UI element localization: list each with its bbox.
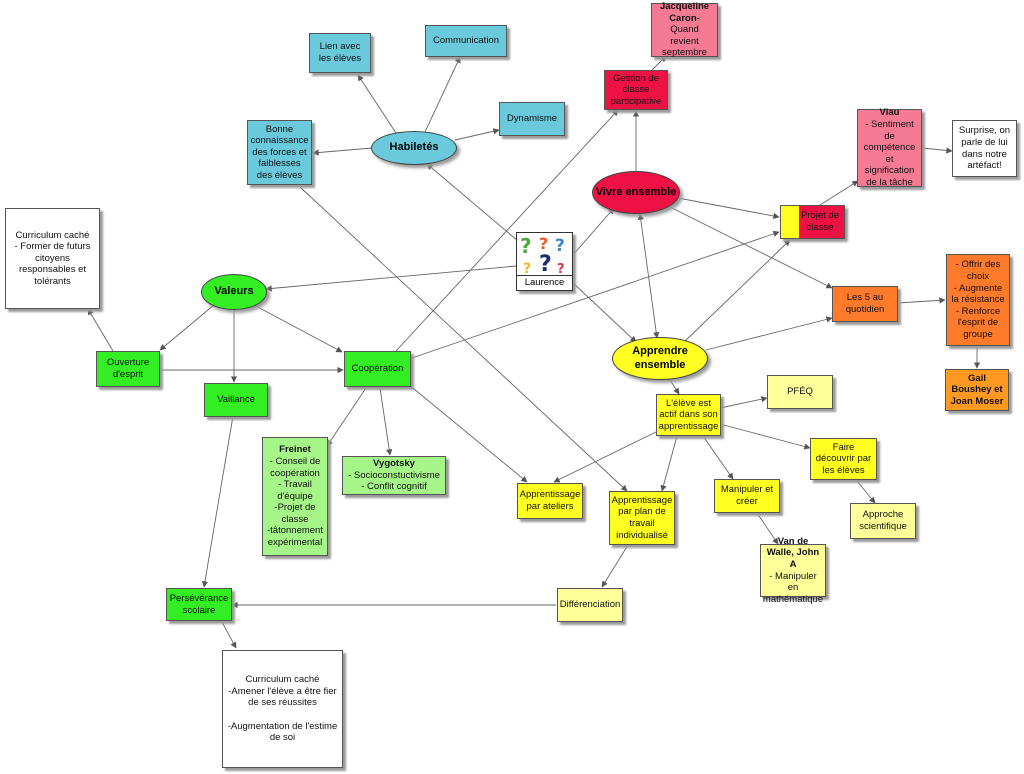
les-5-au-quotidien-node: Les 5 au quotidien	[832, 286, 898, 322]
vaillance-node: Vaillance	[204, 383, 268, 417]
edge-projet-viau	[819, 180, 859, 206]
question-marks-icon: ? ? ? ? ? ?	[520, 234, 565, 277]
edge-eleve-manipuler	[702, 435, 734, 480]
svg-text:?: ?	[520, 234, 532, 258]
pfeq-node: PFÉQ	[767, 375, 833, 409]
freinet-node: Freinet- Conseil de coopération - Travai…	[262, 437, 328, 556]
ouverture-esprit-node: Ouverture d'esprit	[96, 351, 160, 387]
apprentissage-ateliers-node: Apprentissage par ateliers	[517, 483, 583, 519]
edge-vivre-projet	[677, 197, 780, 220]
edge-manipuler-vandewalle	[756, 512, 779, 545]
communication-node: Communication	[425, 25, 507, 57]
apprentissage-plan-travail-node: Apprentissage par plan de travail indivi…	[609, 491, 675, 545]
edge-eleve-plan	[660, 435, 678, 492]
center-laurence: ? ? ? ? ? ? Laurence	[516, 232, 573, 291]
lien-avec-eleves-node: Lien avec les élèves	[309, 33, 371, 73]
edge-habiletes-bonne	[312, 147, 373, 156]
edge-center-apprendre	[571, 281, 637, 343]
gestion-classe-participative-node: Gestion de classe participative	[604, 70, 668, 110]
center-label: Laurence	[517, 275, 572, 290]
edge-viau-surprise	[921, 147, 953, 154]
projet-yellow-strip	[781, 206, 799, 238]
svg-text:?: ?	[555, 236, 565, 256]
edge-cooperation-freinet	[326, 387, 367, 447]
apprendre-ensemble-ellipse: Apprendre ensemble	[612, 337, 708, 380]
edge-vaillance-perseverance	[201, 415, 234, 588]
edge-center-valeurs	[265, 265, 517, 292]
dynamisme-node: Dynamisme	[499, 102, 565, 136]
edge-eleve-faire	[719, 423, 811, 450]
edge-eleve-ateliers	[553, 429, 661, 483]
curriculum-cache-citoyens-node: Curriculum caché - Former de futurs cito…	[5, 208, 100, 309]
edge-les5-offrir	[897, 297, 946, 304]
svg-text:?: ?	[557, 262, 565, 275]
van-de-walle-node: Van de Walle, John A- Manipuler en mathé…	[760, 536, 826, 605]
svg-text:?: ?	[539, 234, 548, 253]
svg-text:?: ?	[523, 261, 531, 275]
edge-cooperation-vygotsky	[379, 387, 393, 456]
curriculum-cache-fierte-node: Curriculum caché -Amener l'élève a être …	[222, 650, 343, 768]
edge-vivre-apprendre	[637, 213, 660, 339]
bonne-connaissance-node: Bonne connaissance des forces et faibles…	[247, 120, 312, 185]
cooperation-node: Coopération	[344, 351, 411, 387]
valeurs-ellipse: Valeurs	[201, 274, 267, 310]
edge-center-habiletes	[426, 163, 525, 247]
approche-scientifique-node: Approche scientifique	[850, 503, 916, 539]
edge-cooperation-projet	[411, 230, 780, 359]
edge-ouverture-curriculum1	[87, 308, 114, 352]
vygotsky-node: Vygotsky- Socioconstuctivisme - Conflit …	[342, 456, 446, 495]
edge-cooperation-ateliers	[407, 383, 528, 483]
edge-plan-differenciation	[601, 544, 629, 588]
vivre-ensemble-ellipse: Vivre ensemble	[592, 171, 680, 214]
jacqueline-caron-node: Jacqueline Caron-Quand revient septembre	[651, 1, 718, 58]
surprise-node: Surprise, on parle de lui dans notre art…	[952, 120, 1017, 177]
edge-habiletes-dynamisme	[454, 128, 500, 141]
edge-eleve-pfeq	[719, 396, 768, 409]
differenciation-node: Différenciation	[557, 588, 623, 622]
edge-apprendre-eleve	[669, 379, 680, 395]
edge-valeurs-ouverture	[159, 304, 215, 351]
gail-boushey-node: Gail Boushey et Joan Moser	[945, 369, 1009, 411]
eleve-actif-node: L'élève est actif dans son apprentissage	[656, 394, 721, 436]
edge-apprendre-les5	[705, 316, 833, 351]
edge-habiletes-lien	[357, 74, 397, 134]
projet-classe-node: Projet de classe	[780, 205, 845, 239]
offrir-des-choix-node: - Offrir des choix - Augmente la résista…	[946, 254, 1010, 346]
edge-center-vivre	[571, 207, 615, 257]
manipuler-creer-node: Manipuler et créer	[714, 479, 780, 513]
svg-text:?: ?	[539, 252, 552, 275]
faire-decouvrir-node: Faire découvrir par les élèves	[810, 438, 877, 480]
viau-node: Viau- Sentiment de compétence et signifi…	[857, 107, 922, 188]
edge-faire-approche	[856, 480, 876, 504]
edge-perseverance-curriculum2	[221, 621, 237, 649]
habiletes-ellipse: Habiletés	[371, 131, 457, 165]
edge-gestion-jacqueline	[651, 55, 667, 71]
edge-bonne-plan	[299, 186, 628, 492]
edge-vivre-les5	[667, 205, 833, 289]
edge-apprendre-projet	[683, 239, 791, 343]
perseverance-scolaire-node: Persévérance scolaire	[166, 588, 232, 621]
edge-valeurs-cooperation	[253, 304, 343, 353]
edge-habiletes-communication	[424, 56, 461, 133]
